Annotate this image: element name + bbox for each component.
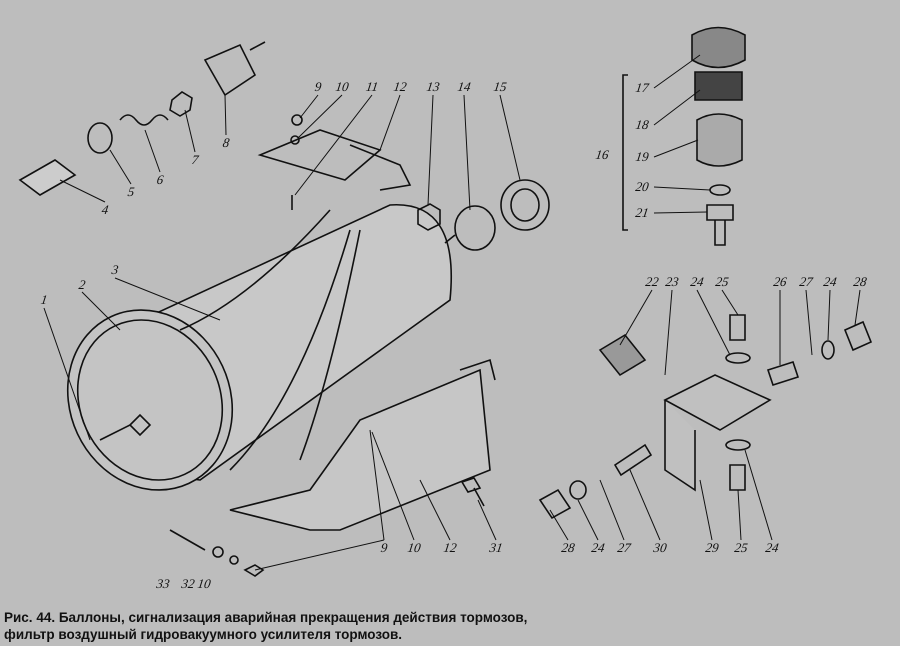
caption-line: фильтр воздушный гидровакуумного усилите… <box>4 627 403 642</box>
part-label: 14 <box>456 79 472 94</box>
part-label: 24 <box>689 274 705 289</box>
part-label: 33 <box>155 576 171 591</box>
part-label: 25 <box>714 274 730 289</box>
part-label: 19 <box>634 149 650 164</box>
part-label: 24 <box>822 274 838 289</box>
part-label: 28 <box>852 274 868 289</box>
part-label: 10 <box>196 576 212 591</box>
mounting-plate <box>257 114 412 210</box>
part-label: 10 <box>334 79 350 94</box>
figure-caption: Рис. 44. Баллоны, сигнализация аварийная… <box>4 609 527 643</box>
part-label: 17 <box>634 80 650 95</box>
part-label: 21 <box>634 205 650 220</box>
part-label: 30 <box>652 540 668 555</box>
part-label: 27 <box>798 274 814 289</box>
caption-line: Рис. 44. Баллоны, сигнализация аварийная… <box>4 610 528 625</box>
part-label: 13 <box>425 79 441 94</box>
part-label: 23 <box>664 274 680 289</box>
part-label: 11 <box>364 79 380 94</box>
part-label: 15 <box>492 79 508 94</box>
part-label: 27 <box>616 540 632 555</box>
part-label: 12 <box>392 79 408 94</box>
part-label: 24 <box>590 540 606 555</box>
part-label: 16 <box>594 147 610 162</box>
pressure-switch-block <box>538 314 873 520</box>
part-label: 29 <box>704 540 720 555</box>
part-label: 24 <box>764 540 780 555</box>
bolt-and-washers <box>169 477 485 577</box>
part-label: 25 <box>733 540 749 555</box>
part-label: 26 <box>772 274 788 289</box>
leader-lines <box>43 54 861 571</box>
part-label: 31 <box>488 540 504 555</box>
part-label: 22 <box>644 274 660 289</box>
part-label: 32 <box>180 576 196 591</box>
part-label: 12 <box>442 540 458 555</box>
part-label: 18 <box>634 117 650 132</box>
air-filter <box>622 26 746 246</box>
part-label: 10 <box>406 540 422 555</box>
part-label: 20 <box>634 179 650 194</box>
warning-sensor-parts <box>417 179 550 251</box>
fittings-top-left <box>18 41 266 196</box>
part-label: 28 <box>560 540 576 555</box>
